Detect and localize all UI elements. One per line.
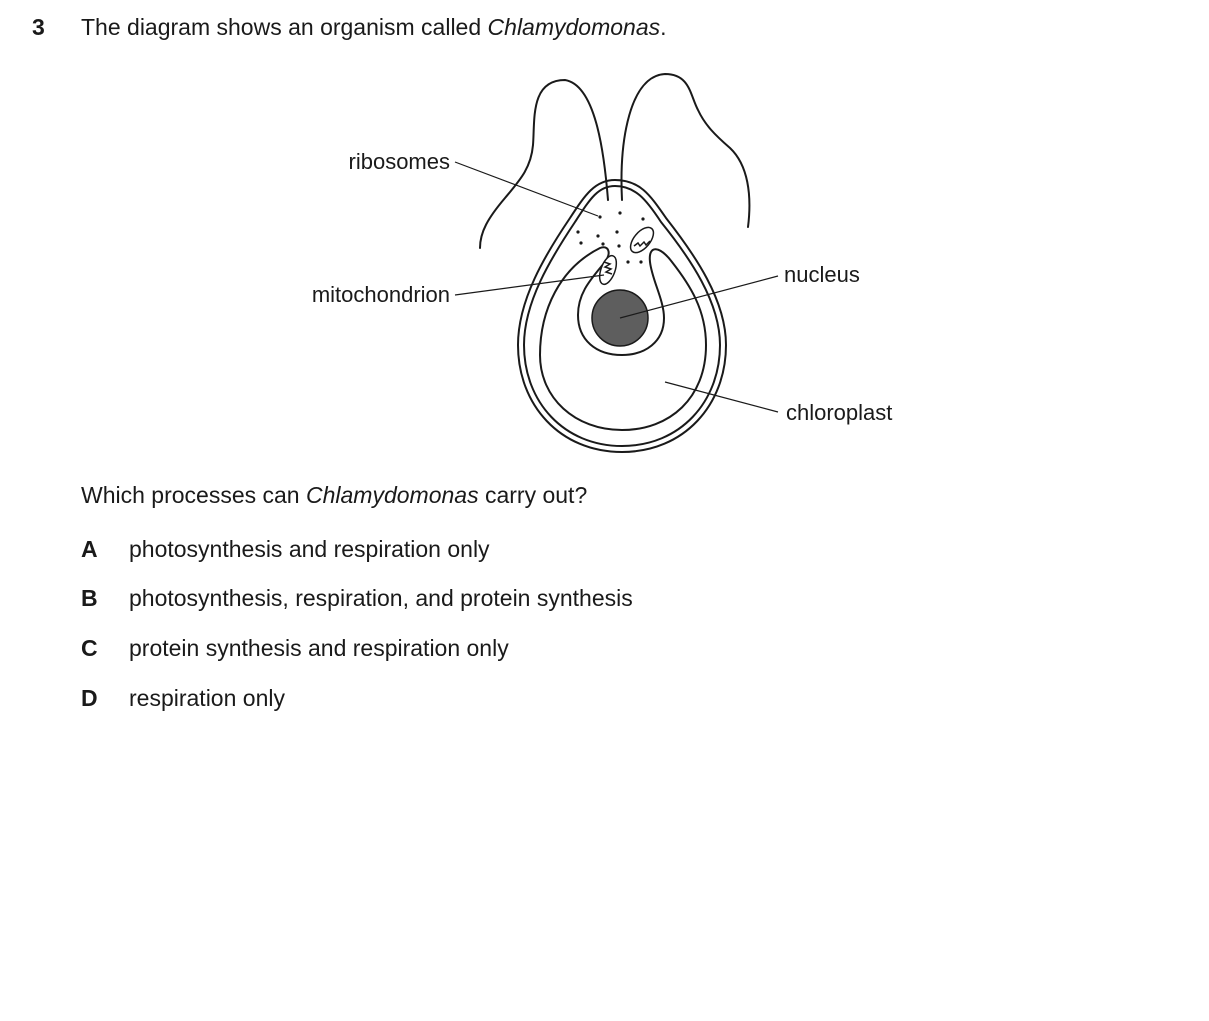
cell-wall-inner [523,185,721,447]
chloroplast-leader [664,381,779,413]
option-a-text: photosynthesis and respiration only [129,536,490,562]
mitochondrion-upper [629,226,655,254]
option-b-text: photosynthesis, respiration, and protein… [129,585,633,611]
nucleus-leader [619,275,779,319]
stem-end: . [660,14,667,40]
mitochondrion-lower-cristae [603,261,613,275]
stem-organism-name: Chlamydomonas [487,14,661,40]
prompt-end: carry out? [478,482,588,508]
option-c-letter: C [81,635,98,661]
ribosomes-label: ribosomes [349,149,450,174]
nucleus-label: nucleus [784,262,860,287]
chloroplast-label: chloroplast [786,400,892,425]
prompt-text: Which processes can [81,482,306,508]
option-a-letter: A [81,536,98,562]
mitochondrion-upper-cristae [633,240,651,248]
left-flagellum [479,79,609,249]
option-d-text: respiration only [129,685,285,711]
option-d-letter: D [81,685,98,711]
option-c-text: protein synthesis and respiration only [129,635,509,661]
ribosomes-leader [454,161,599,217]
right-flagellum [620,73,751,228]
chlamydomonas-diagram: ribosomes mitochondrion nucleus chloropl… [312,73,892,453]
chloroplast-outline [539,246,707,431]
ribosome-dots [576,211,645,264]
question-stem: The diagram shows an organism called Chl… [81,14,667,41]
mitochondrion-leader [454,274,605,296]
option-b-letter: B [81,585,98,611]
question-number: 3 [32,14,45,40]
prompt-organism-name: Chlamydomonas [305,482,479,508]
question-prompt: Which processes can Chlamydomonas carry … [81,482,587,509]
cell-wall-outer [517,179,727,453]
stem-text: The diagram shows an organism called [81,14,488,40]
mitochondrion-label: mitochondrion [312,282,450,307]
